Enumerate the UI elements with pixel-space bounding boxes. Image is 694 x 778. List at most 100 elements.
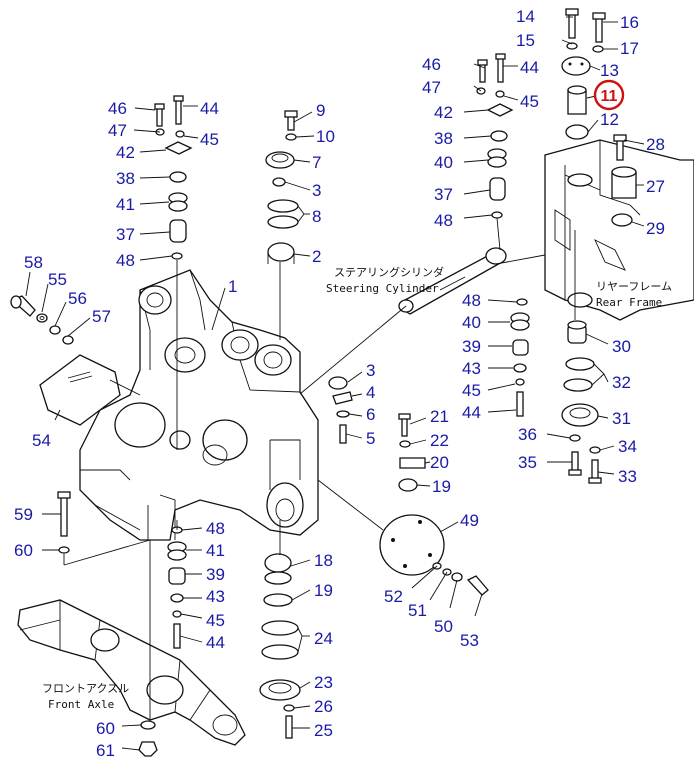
highlight-number: 11 bbox=[601, 88, 618, 105]
callout-number[interactable]: 19 bbox=[314, 581, 333, 600]
callout-number[interactable]: 34 bbox=[618, 437, 637, 456]
callout-number[interactable]: 41 bbox=[206, 541, 225, 560]
callout-number[interactable]: 29 bbox=[646, 219, 665, 238]
callout-number[interactable]: 45 bbox=[200, 130, 219, 149]
callout-number[interactable]: 40 bbox=[434, 153, 453, 172]
callout-number[interactable]: 52 bbox=[384, 587, 403, 606]
callout-number[interactable]: 56 bbox=[68, 289, 87, 308]
callout-number[interactable]: 47 bbox=[108, 121, 127, 140]
callout-number[interactable]: 48 bbox=[434, 211, 453, 230]
callout-number[interactable]: 7 bbox=[312, 153, 321, 172]
stack-top-right bbox=[561, 8, 637, 227]
callout-number[interactable]: 39 bbox=[462, 337, 481, 356]
callout-number[interactable]: 44 bbox=[520, 58, 539, 77]
callout-number[interactable]: 45 bbox=[462, 381, 481, 400]
callout-number[interactable]: 28 bbox=[646, 135, 665, 154]
front-axle-en-label: Front Axle bbox=[48, 698, 114, 711]
callout-number[interactable]: 43 bbox=[462, 359, 481, 378]
callout-number[interactable]: 20 bbox=[430, 453, 449, 472]
cover-49-drawing bbox=[379, 514, 445, 576]
callout-number[interactable]: 37 bbox=[116, 225, 135, 244]
callout-number[interactable]: 5 bbox=[366, 429, 375, 448]
callout-number[interactable]: 57 bbox=[92, 307, 111, 326]
callout-number[interactable]: 18 bbox=[314, 551, 333, 570]
callout-number[interactable]: 40 bbox=[462, 313, 481, 332]
callout-number[interactable]: 21 bbox=[430, 407, 449, 426]
callout-number[interactable]: 3 bbox=[312, 181, 321, 200]
callout-number[interactable]: 60 bbox=[96, 719, 115, 738]
rear-frame-en-label: Rear Frame bbox=[596, 296, 662, 309]
stack-lower-right bbox=[510, 230, 602, 484]
callout-number[interactable]: 2 bbox=[312, 247, 321, 266]
callout-number[interactable]: 27 bbox=[646, 177, 665, 196]
callout-number[interactable]: 48 bbox=[116, 251, 135, 270]
callout-number[interactable]: 53 bbox=[460, 631, 479, 650]
callout-number[interactable]: 42 bbox=[116, 143, 135, 162]
callout-number[interactable]: 19 bbox=[432, 477, 451, 496]
steering-cylinder-drawing bbox=[398, 247, 507, 315]
callout-number[interactable]: 4 bbox=[366, 383, 375, 402]
callout-number[interactable]: 47 bbox=[422, 78, 441, 97]
rear-frame-drawing bbox=[544, 139, 694, 321]
callout-number[interactable]: 37 bbox=[434, 185, 453, 204]
callout-number[interactable]: 59 bbox=[14, 505, 33, 524]
callout-number[interactable]: 38 bbox=[116, 169, 135, 188]
callout-number[interactable]: 61 bbox=[96, 741, 115, 760]
stack-lower-left bbox=[57, 491, 187, 757]
callout-number[interactable]: 31 bbox=[612, 409, 631, 428]
callout-number[interactable]: 14 bbox=[516, 7, 535, 26]
stack-right-top bbox=[476, 53, 514, 251]
callout-number[interactable]: 46 bbox=[108, 99, 127, 118]
callout-number[interactable]: 10 bbox=[316, 127, 335, 146]
callout-number[interactable]: 44 bbox=[462, 403, 481, 422]
callout-number[interactable]: 44 bbox=[206, 633, 225, 652]
callout-number[interactable]: 60 bbox=[14, 541, 33, 560]
callout-number[interactable]: 45 bbox=[206, 611, 225, 630]
callout-number[interactable]: 54 bbox=[32, 431, 51, 450]
small-parts-50-53 bbox=[432, 562, 489, 596]
callout-number[interactable]: 24 bbox=[314, 629, 333, 648]
callout-number[interactable]: 35 bbox=[518, 453, 537, 472]
callout-number[interactable]: 30 bbox=[612, 337, 631, 356]
callout-number[interactable]: 45 bbox=[520, 92, 539, 111]
callout-number[interactable]: 36 bbox=[518, 425, 537, 444]
callout-number[interactable]: 22 bbox=[430, 431, 449, 450]
callout-number[interactable]: 1 bbox=[228, 277, 237, 296]
callout-number[interactable]: 32 bbox=[612, 373, 631, 392]
callout-number[interactable]: 38 bbox=[434, 129, 453, 148]
stack-middle-small bbox=[328, 376, 426, 492]
callout-number[interactable]: 50 bbox=[434, 617, 453, 636]
callout-number[interactable]: 9 bbox=[316, 101, 325, 120]
callout-number[interactable]: 8 bbox=[312, 207, 321, 226]
callout-number[interactable]: 33 bbox=[618, 467, 637, 486]
front-frame-drawing bbox=[79, 269, 319, 541]
callout-number[interactable]: 3 bbox=[366, 361, 375, 380]
callout-number[interactable]: 49 bbox=[460, 511, 479, 530]
callout-number[interactable]: 12 bbox=[600, 110, 619, 129]
callout-number[interactable]: 41 bbox=[116, 195, 135, 214]
callout-number[interactable]: 48 bbox=[206, 519, 225, 538]
callout-number[interactable]: 6 bbox=[366, 405, 375, 424]
steering-cylinder-jp-label: ステアリングシリンダ bbox=[334, 265, 444, 279]
front-axle-jp-label: フロントアクスル bbox=[42, 682, 129, 695]
callout-number[interactable]: 17 bbox=[620, 39, 639, 58]
callout-number[interactable]: 26 bbox=[314, 697, 333, 716]
callout-number[interactable]: 55 bbox=[48, 270, 67, 289]
highlighted-part-11[interactable]: 11 bbox=[593, 79, 625, 111]
text-labels: ステアリングシリンダ Steering Cylinder リヤーフレーム Rea… bbox=[42, 265, 672, 711]
callout-number[interactable]: 16 bbox=[620, 13, 639, 32]
callout-number[interactable]: 44 bbox=[200, 99, 219, 118]
callout-number[interactable]: 23 bbox=[314, 673, 333, 692]
stack-center-top bbox=[265, 110, 299, 340]
callout-number[interactable]: 51 bbox=[408, 601, 427, 620]
callout-number[interactable]: 42 bbox=[434, 103, 453, 122]
callout-number[interactable]: 39 bbox=[206, 565, 225, 584]
callout-number[interactable]: 15 bbox=[516, 31, 535, 50]
callout-number[interactable]: 13 bbox=[600, 61, 619, 80]
callout-number[interactable]: 58 bbox=[24, 253, 43, 272]
stack-lower-center bbox=[259, 520, 301, 739]
callout-number[interactable]: 43 bbox=[206, 587, 225, 606]
callout-number[interactable]: 46 bbox=[422, 55, 441, 74]
callout-number[interactable]: 25 bbox=[314, 721, 333, 740]
callout-number[interactable]: 48 bbox=[462, 291, 481, 310]
